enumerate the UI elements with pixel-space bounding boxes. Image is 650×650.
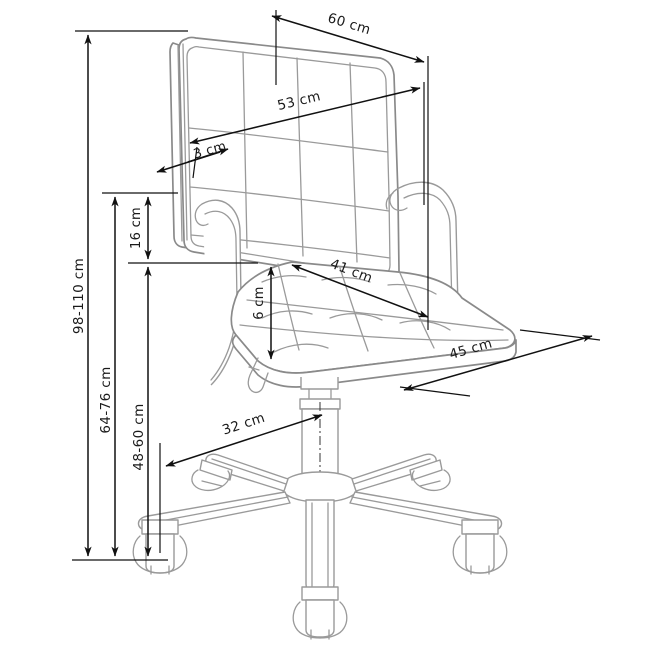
label-armrest-height: 64-76 cm bbox=[98, 366, 114, 433]
label-base-radius: 32 cm bbox=[220, 410, 267, 439]
caster-rear-right bbox=[409, 459, 451, 492]
extension-lines bbox=[72, 30, 258, 561]
dimension-armrest-to-seat: 16 cm bbox=[129, 196, 152, 260]
caster-front bbox=[292, 586, 348, 640]
seat-cushion bbox=[230, 261, 517, 388]
chair-illustration bbox=[132, 36, 517, 640]
label-overall-height: 98-110 cm bbox=[71, 258, 87, 334]
dimension-armrest-height: 64-76 cm bbox=[98, 196, 119, 557]
dimension-base-radius: 32 cm bbox=[165, 410, 323, 467]
label-seat-thickness: 6 cm bbox=[252, 286, 267, 319]
caster-right bbox=[452, 519, 508, 575]
label-armrest-to-seat: 16 cm bbox=[129, 207, 144, 249]
label-seat-height: 48-60 cm bbox=[131, 403, 147, 470]
dimension-seat-height: 48-60 cm bbox=[131, 266, 152, 557]
armrest-left bbox=[194, 199, 242, 386]
dimension-overall-height: 98-110 cm bbox=[71, 34, 92, 557]
dimension-seat-thickness: 6 cm bbox=[252, 266, 275, 360]
tilt-lever bbox=[247, 357, 269, 394]
